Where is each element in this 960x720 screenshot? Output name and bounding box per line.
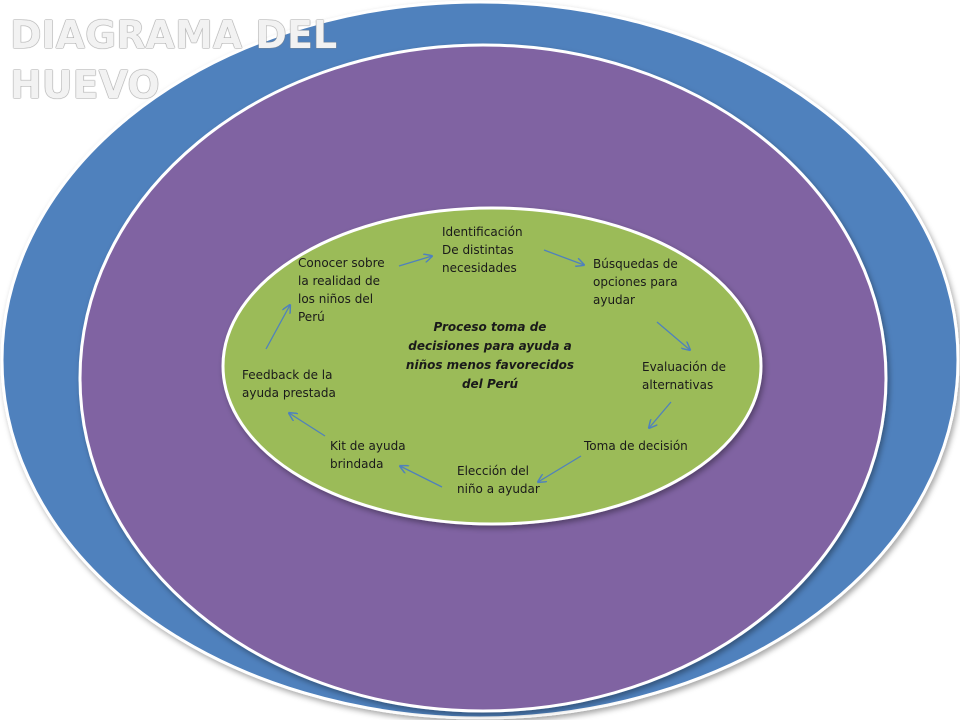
step-line: ayudar — [593, 293, 635, 307]
arrow-kit-to-feedback — [289, 413, 326, 437]
step-line: De distintas — [442, 243, 514, 257]
step-toma: Toma de decisión — [584, 437, 688, 455]
step-line: Evaluación de — [642, 360, 727, 374]
step-line: ayuda prestada — [242, 386, 336, 400]
step-conocer: Conocer sobre la realidad de los niños d… — [298, 254, 385, 326]
step-line: Identificación — [442, 225, 523, 239]
cycle-arrows — [265, 249, 690, 488]
step-line: Kit de ayuda — [330, 439, 406, 453]
diagram-title: DIAGRAMA DEL HUEVO — [10, 10, 337, 110]
center-line: Proceso toma de — [433, 320, 547, 334]
center-line: del Perú — [461, 377, 519, 391]
title-line-1: DIAGRAMA DEL — [10, 13, 338, 57]
step-line: la realidad de — [298, 274, 380, 288]
title-line-2: HUEVO — [10, 63, 160, 107]
step-line: Elección del — [457, 464, 529, 478]
step-kit: Kit de ayuda brindada — [330, 437, 406, 473]
step-busquedas: Búsquedas de opciones para ayudar — [593, 255, 678, 309]
step-evaluacion: Evaluación de alternativas — [642, 358, 726, 394]
arrow-busquedas-to-evaluacion — [656, 321, 690, 350]
arrow-identificacion-to-busquedas — [543, 249, 584, 265]
step-line: Feedback de la — [242, 368, 333, 382]
inner-core — [221, 206, 763, 526]
step-line: Búsquedas de — [593, 257, 678, 271]
step-line: opciones para — [593, 275, 678, 289]
step-line: Conocer sobre — [298, 256, 385, 270]
center-process-label: Proceso toma de decisiones para ayuda a … — [395, 318, 585, 394]
step-line: alternativas — [642, 378, 714, 392]
arrow-toma-to-eleccion — [538, 455, 582, 482]
arrow-feedback-to-conocer — [265, 305, 290, 350]
center-line: niños menos favorecidos — [405, 358, 575, 372]
arrow-conocer-to-identificacion — [398, 256, 432, 267]
step-line: necesidades — [442, 261, 517, 275]
arrow-evaluacion-to-toma — [649, 401, 672, 428]
step-line: brindada — [330, 457, 384, 471]
center-line: decisiones para ayuda a — [408, 339, 572, 353]
step-line: niño a ayudar — [457, 482, 540, 496]
step-feedback: Feedback de la ayuda prestada — [242, 366, 336, 402]
step-line: Perú — [298, 310, 325, 324]
step-line: los niños del — [298, 292, 374, 306]
step-eleccion: Elección del niño a ayudar — [457, 462, 540, 498]
step-identificacion: Identificación De distintas necesidades — [442, 223, 523, 277]
step-line: Toma de decisión — [584, 439, 688, 453]
arrow-eleccion-to-kit — [400, 466, 443, 488]
